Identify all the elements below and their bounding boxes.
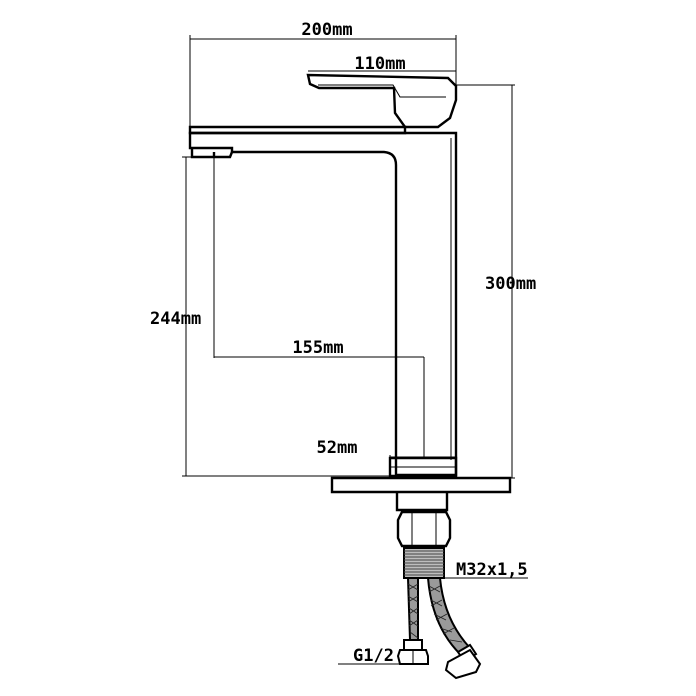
handle-length-label: 110mm	[354, 54, 405, 74]
mounting-nut	[396, 510, 452, 548]
overall-width-label: 200mm	[301, 20, 352, 40]
handle-lever	[306, 73, 458, 129]
thread-lines	[404, 550, 444, 576]
hose-braid	[407, 583, 463, 643]
supply-hoses	[396, 577, 482, 680]
faucet-body	[188, 73, 512, 579]
hose-fitting-left	[403, 639, 423, 651]
handle-lever-inner	[318, 84, 446, 98]
base-diameter-label: 52mm	[317, 438, 358, 458]
spout-outline	[188, 131, 458, 477]
mounting-plate	[330, 476, 512, 494]
hose-nut-right	[444, 648, 482, 680]
spout-reach-label: 155mm	[292, 338, 343, 358]
spout-height-label: 244mm	[150, 309, 201, 329]
spout-tip	[190, 148, 234, 159]
dimension-lines	[182, 35, 528, 665]
mounting-stem	[395, 492, 449, 512]
thread-size-label: M32x1,5	[456, 560, 528, 580]
overall-height-label: 300mm	[485, 274, 536, 294]
base-ring	[388, 456, 458, 478]
hose-connection-label: G1/2	[353, 646, 394, 666]
